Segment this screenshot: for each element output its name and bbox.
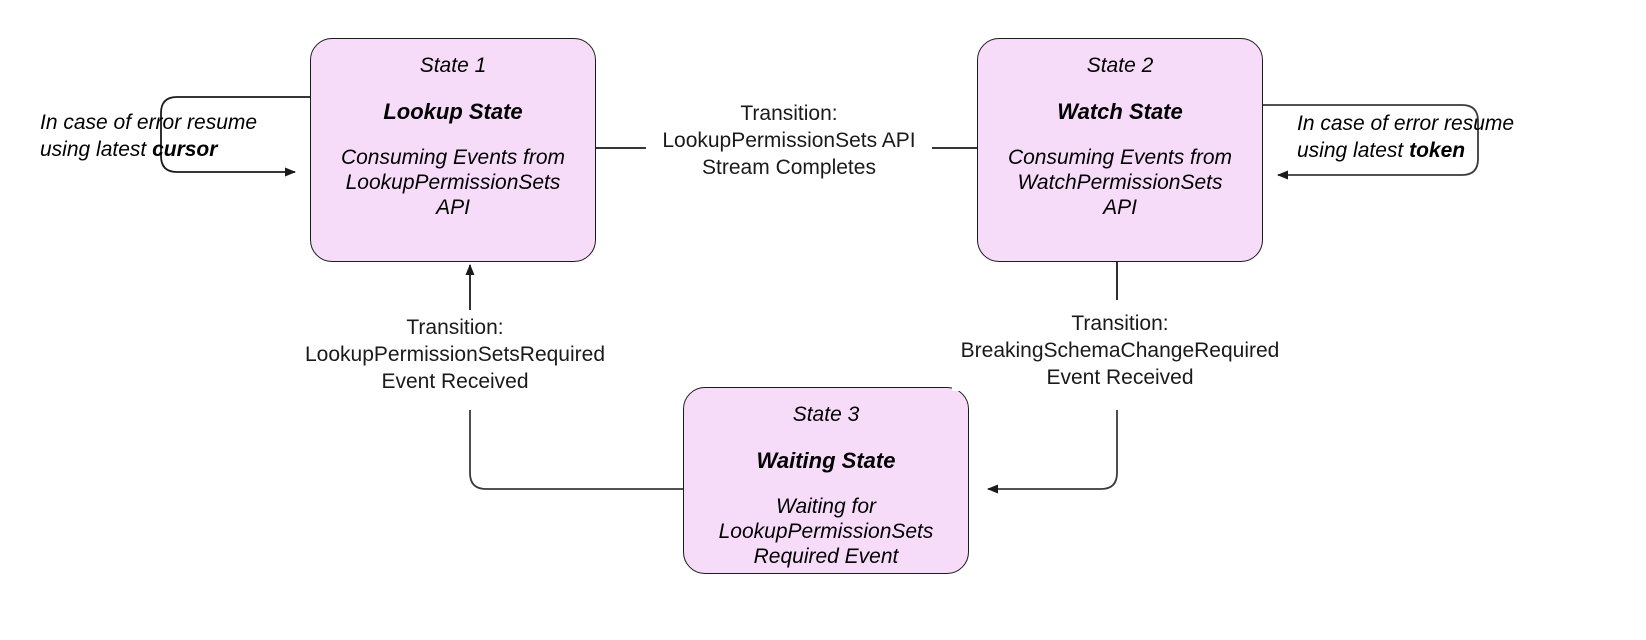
self-loop-lookup-line2: using latest cursor [40, 136, 308, 163]
state-node-3[interactable]: State 3 Waiting State Waiting for Lookup… [683, 387, 969, 574]
state-1-description: Consuming Events from LookupPermissionSe… [340, 146, 566, 219]
transition-label-waiting-to-lookup: Transition: LookupPermissionSetsRequired… [288, 314, 622, 395]
state-1-id: State 1 [419, 54, 487, 77]
state-2-description: Consuming Events from WatchPermissionSet… [1007, 146, 1233, 219]
self-loop-label-watch: In case of error resume using latest tok… [1297, 110, 1577, 164]
state-2-title: Watch State [1057, 99, 1183, 124]
self-loop-watch-line1: In case of error resume [1297, 112, 1515, 135]
self-loop-lookup-emphasis: cursor [152, 138, 218, 161]
transition-label-watch-to-waiting: Transition: BreakingSchemaChangeRequired… [952, 310, 1288, 391]
self-loop-watch-emphasis: token [1409, 139, 1466, 162]
state-1-title: Lookup State [383, 99, 523, 124]
self-loop-watch-prefix: using latest [1297, 139, 1410, 162]
state-3-title: Waiting State [756, 448, 896, 473]
state-3-id: State 3 [792, 403, 860, 426]
self-loop-label-lookup: In case of error resume using latest cur… [40, 109, 308, 163]
state-node-1[interactable]: State 1 Lookup State Consuming Events fr… [310, 38, 596, 262]
self-loop-lookup-line1: In case of error resume [40, 111, 258, 134]
transition-label-lookup-to-watch: Transition: LookupPermissionSets API Str… [646, 100, 932, 181]
self-loop-watch-line2: using latest token [1297, 137, 1577, 164]
state-3-description: Waiting for LookupPermissionSets Require… [718, 495, 934, 568]
state-node-2[interactable]: State 2 Watch State Consuming Events fro… [977, 38, 1263, 262]
state-2-id: State 2 [1086, 54, 1154, 77]
self-loop-lookup-prefix: using latest [40, 138, 153, 161]
